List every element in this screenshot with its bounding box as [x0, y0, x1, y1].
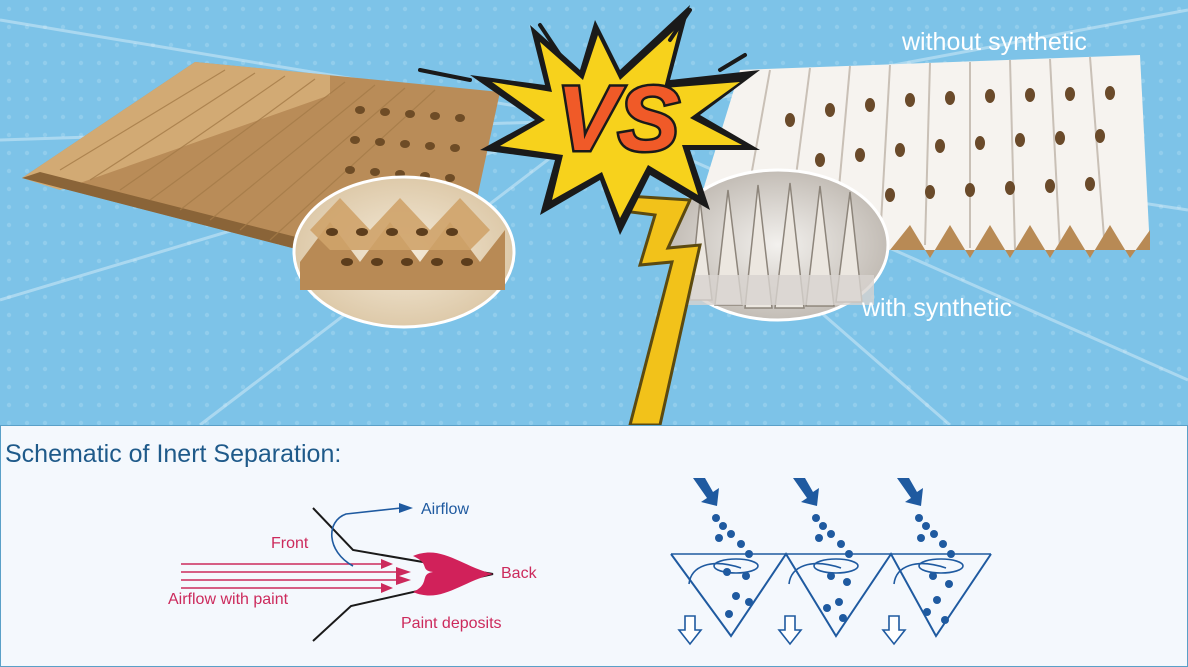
airflow-with-paint-label: Airflow with paint	[168, 591, 289, 608]
airflow-label: Airflow	[421, 501, 469, 518]
paint-deposits-label: Paint deposits	[401, 615, 502, 632]
comparison-panel: without synthetic with synthetic	[0, 0, 1188, 425]
outflow-arrows	[677, 615, 907, 646]
pleat-zigzag	[670, 552, 992, 638]
deflected-airflow-arrows	[688, 558, 964, 585]
label-with-synthetic: with synthetic	[862, 294, 1013, 322]
cardboard-zoom-lens	[292, 175, 516, 329]
multi-pleat-diagram	[670, 478, 992, 646]
label-without-synthetic: without synthetic	[902, 28, 1087, 56]
airflow-deflect-arrow	[331, 507, 402, 567]
synthetic-zoom-lens	[666, 168, 890, 322]
paint-particles	[712, 514, 955, 624]
front-label: Front	[271, 535, 309, 552]
single-pleat-diagram: Airflow Front Back Airflow with paint Pa…	[168, 501, 538, 642]
schematic-diagram: Airflow Front Back Airflow with paint Pa…	[168, 478, 992, 646]
comparison-art	[0, 0, 1188, 425]
schematic-panel: Schematic of Inert Separation:	[0, 425, 1188, 667]
schematic-title: Schematic of Inert Separation:	[5, 440, 342, 468]
vs-burst	[418, 5, 760, 235]
back-label: Back	[501, 565, 538, 582]
lightning-bolt	[611, 194, 702, 425]
inflow-arrows	[693, 478, 923, 506]
airflow-arrows-red	[181, 563, 396, 589]
paint-deposit-shape	[413, 552, 493, 596]
